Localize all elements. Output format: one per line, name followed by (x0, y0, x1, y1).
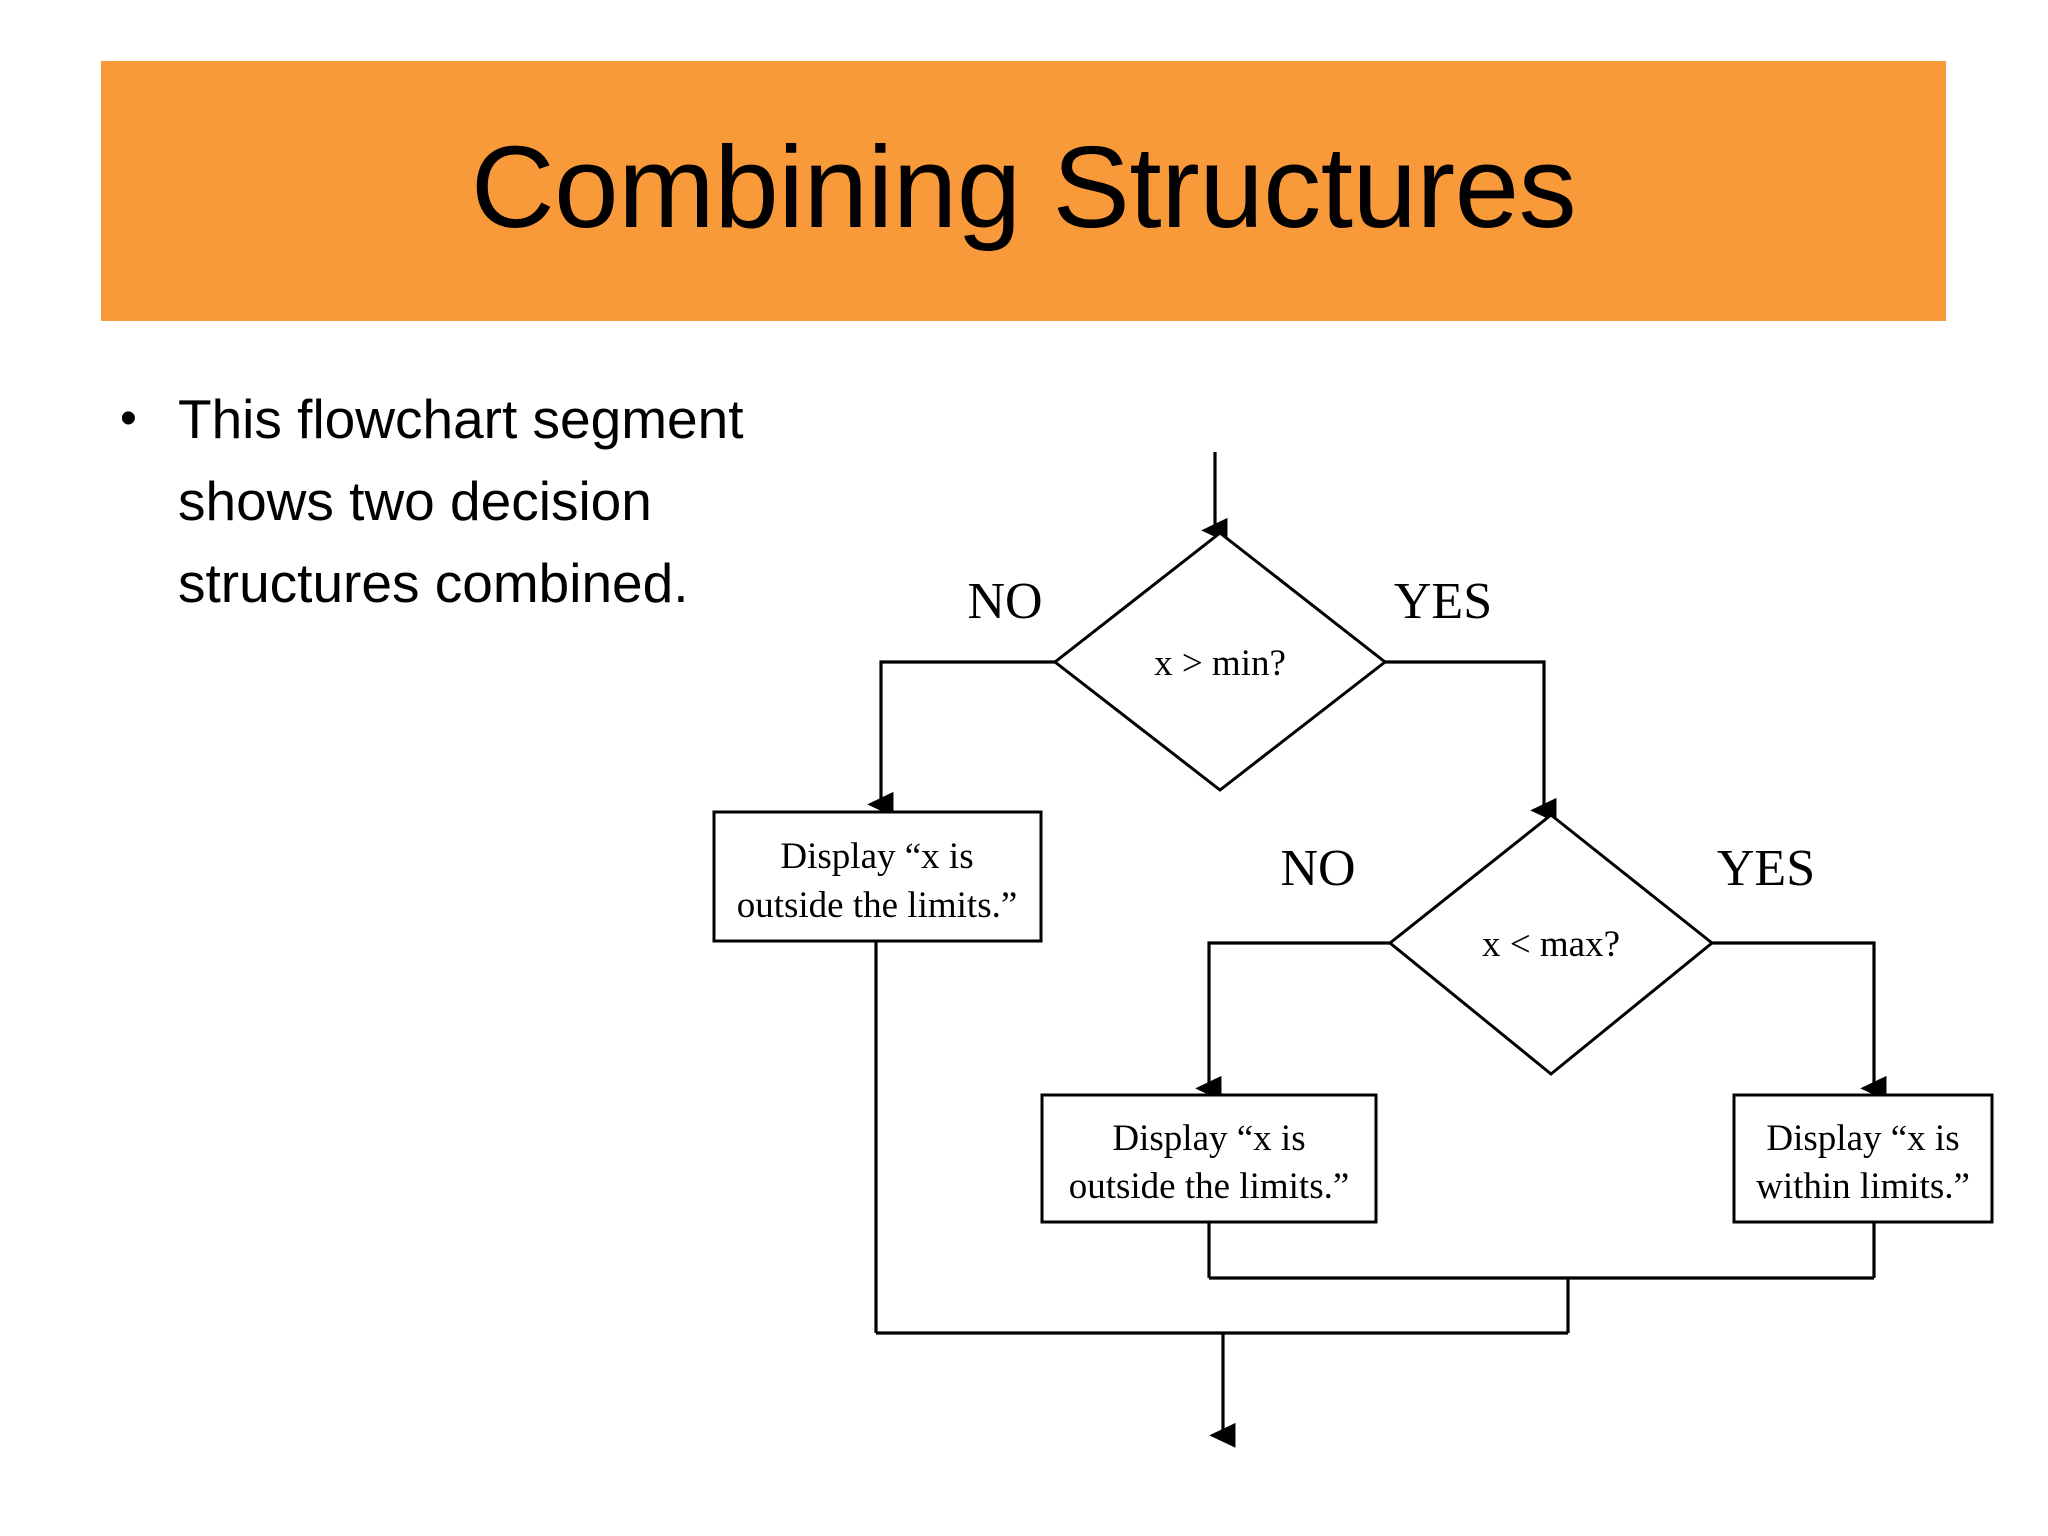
decision-2-label: x < max? (1482, 924, 1620, 965)
process-1-line-1: Display “x is (780, 836, 973, 877)
edge-decision-2-no (1195, 941, 1390, 1101)
decision-node-x-less-max (1387, 813, 1715, 1076)
bullet-marker-icon: • (120, 392, 137, 445)
process-node-outside-limits-middle (1040, 1093, 1378, 1224)
edge-decision-1-no (867, 660, 1057, 817)
title-banner: Combining Structures (101, 61, 1946, 321)
process-3-line-1: Display “x is (1766, 1118, 1959, 1159)
process-node-outside-limits-left (712, 810, 1043, 943)
decision-2-no-label: NO (1280, 840, 1355, 897)
decision-1-yes-label: YES (1394, 573, 1492, 630)
decision-node-x-greater-min (1052, 531, 1388, 792)
process-2-line-1: Display “x is (1112, 1118, 1305, 1159)
process-1-line-2: outside the limits.” (737, 885, 1018, 926)
decision-2-yes-label: YES (1717, 840, 1815, 897)
bullet-item-text: This flowchart segment shows two decisio… (178, 388, 744, 614)
page-title: Combining Structures (470, 122, 1577, 252)
bullet-list: • This flowchart segment shows two decis… (108, 378, 868, 624)
decision-1-label: x > min? (1154, 643, 1286, 684)
process-2-line-2: outside the limits.” (1069, 1166, 1350, 1207)
process-node-within-limits-right (1732, 1093, 1994, 1224)
edge-decision-2-yes (1712, 941, 1887, 1101)
edge-decision-1-yes (1383, 660, 1557, 823)
decision-1-no-label: NO (967, 573, 1042, 630)
process-3-line-2: within limits.” (1756, 1166, 1970, 1207)
